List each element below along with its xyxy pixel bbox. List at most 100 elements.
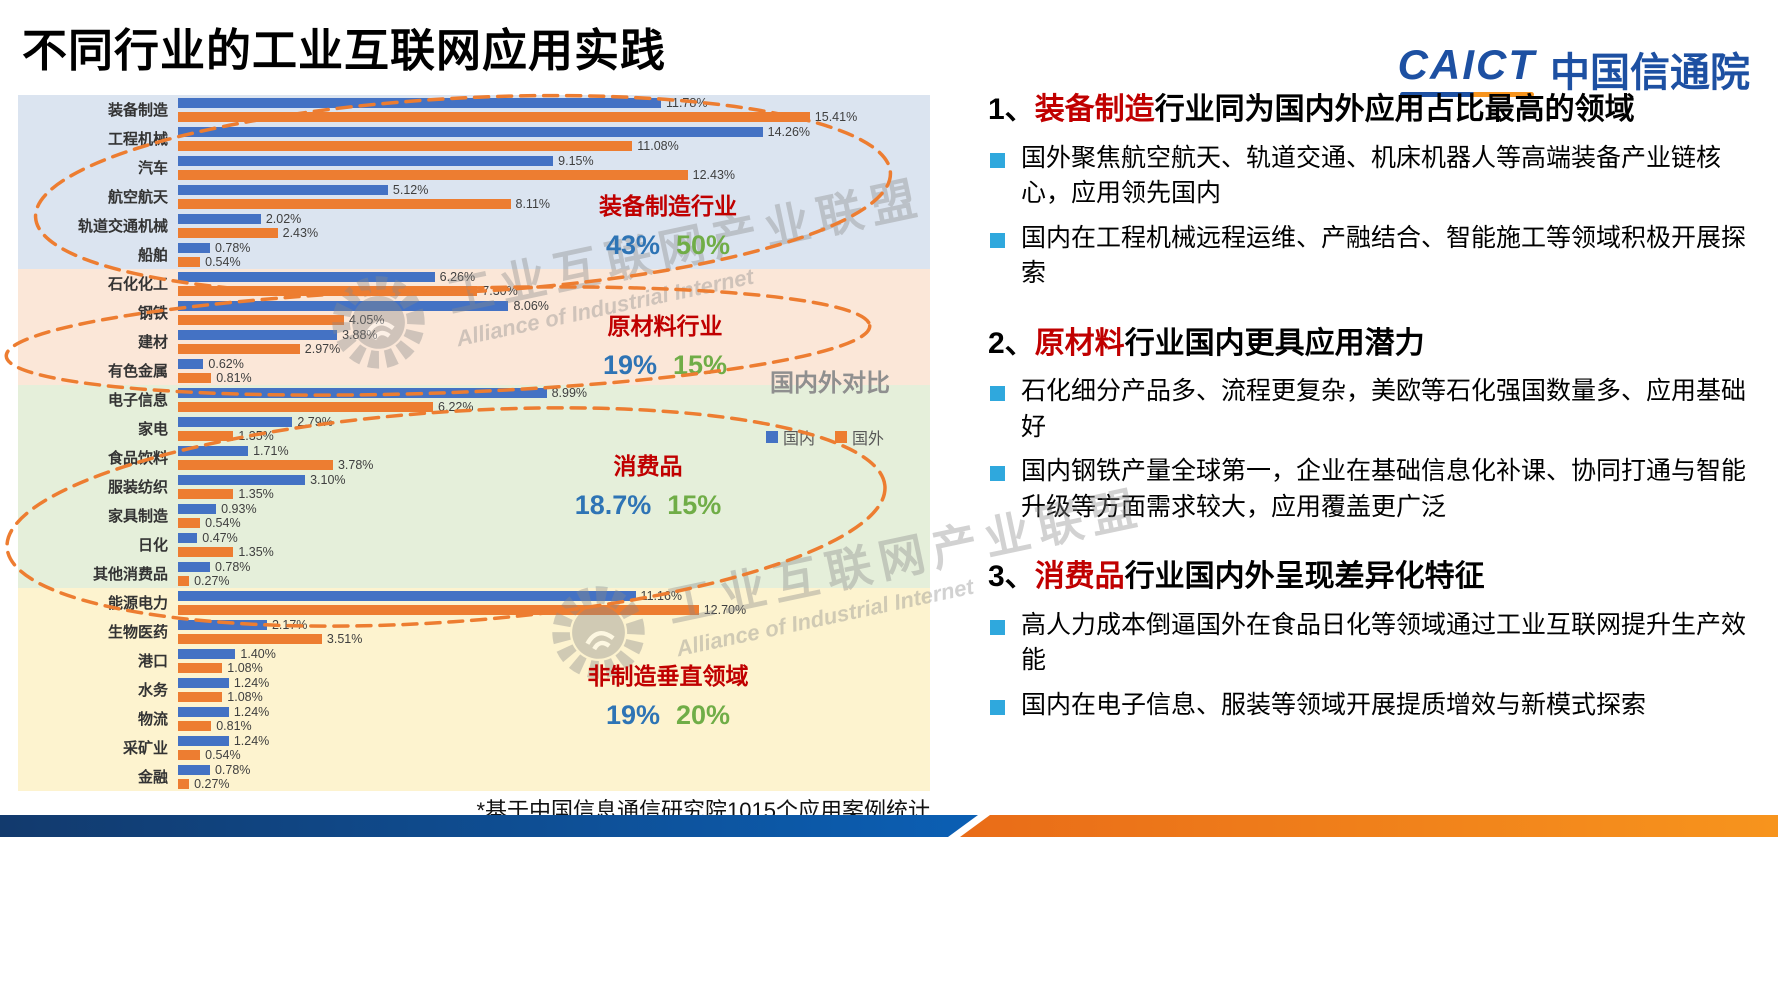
bullet-item: 国内在电子信息、服装等领域开展提质增效与新模式探索 <box>988 688 1766 724</box>
category-label: 生物医药 <box>107 624 168 641</box>
category-label: 水务 <box>137 682 168 699</box>
value-label: 3.51% <box>326 631 363 646</box>
category-label: 日化 <box>137 537 168 554</box>
section-1: 1、装备制造行业同为国内外应用占比最高的领域国外聚焦航空航天、轨道交通、机床机器… <box>988 88 1766 292</box>
value-label: 0.93% <box>221 501 257 516</box>
category-label: 航空航天 <box>107 189 168 206</box>
section-heading: 3、消费品行业国内外呈现差异化特征 <box>988 560 1485 593</box>
bullet-item: 国外聚焦航空航天、轨道交通、机床机器人等高端装备产业链核心，应用领先国内 <box>988 141 1766 212</box>
value-label: 0.27% <box>194 573 230 588</box>
value-label: 1.71% <box>253 443 289 458</box>
annotation-title: 装备制造行业 <box>599 193 737 219</box>
category-label: 电子信息 <box>107 392 168 409</box>
legend-swatch-domestic <box>766 431 778 443</box>
bullet-text: 国内钢铁产量全球第一，企业在基础信息化补课、协同打通与智能升级等方面需求较大，应… <box>1021 457 1747 521</box>
overseas-bar <box>178 314 345 325</box>
category-label: 工程机械 <box>107 131 168 148</box>
value-label: 3.78% <box>337 457 374 472</box>
value-label: 1.08% <box>227 660 263 675</box>
value-label: 11.08% <box>637 138 679 153</box>
value-label: 1.35% <box>238 544 274 559</box>
value-label: 12.70% <box>703 602 747 617</box>
value-label: 0.54% <box>205 747 241 762</box>
bullet-item: 高人力成本倒逼国外在食品日化等领域通过工业互联网提升生产效能 <box>988 608 1766 679</box>
overseas-bar <box>178 633 322 644</box>
overseas-bar <box>178 256 201 267</box>
value-label: 1.35% <box>238 428 274 443</box>
annotation-title: 消费品 <box>613 453 683 479</box>
caict-logo: CAICT 中国信通院 <box>1398 40 1750 98</box>
value-label: 12.43% <box>692 167 736 182</box>
bottom-accent-bar-orange <box>960 815 1778 837</box>
domestic-bar <box>178 97 661 108</box>
domestic-bar <box>178 155 554 166</box>
chart-row: 其他消费品 0.78%0.27% <box>18 559 930 588</box>
caict-logo-name: 中国信通院 <box>1550 51 1750 95</box>
value-label: 14.26% <box>767 124 811 139</box>
overseas-bar <box>178 720 212 731</box>
value-label: 1.35% <box>238 486 274 501</box>
section-2: 2、原材料行业国内更具应用潜力石化细分产品多、流程更复杂，美欧等石化强国数量多、… <box>988 322 1766 526</box>
legend-label-domestic: 国内 <box>783 431 816 448</box>
overseas-bar <box>178 372 212 383</box>
value-label: 2.79% <box>297 414 333 429</box>
value-label: 6.26% <box>439 269 476 284</box>
value-label: 0.78% <box>214 559 251 574</box>
value-label: 3.88% <box>342 327 378 342</box>
domestic-bar <box>178 329 338 340</box>
legend-label-overseas: 国外 <box>852 431 885 448</box>
overseas-bar <box>178 575 190 586</box>
bullet-square-icon <box>990 699 1005 715</box>
chart-row: 船舶 0.78%0.54% <box>18 240 930 269</box>
bullet-item: 国内在工程机械远程运维、产融结合、智能施工等领域积极开展探索 <box>988 221 1766 292</box>
category-label: 采矿业 <box>122 740 168 757</box>
value-label: 0.54% <box>205 254 241 269</box>
overseas-bar <box>178 459 333 470</box>
value-label: 1.24% <box>233 675 270 690</box>
category-label: 其他消费品 <box>92 566 168 583</box>
category-label: 港口 <box>137 653 168 670</box>
caict-logo-abbr: CAICT <box>1398 41 1536 97</box>
analysis-panel: 1、装备制造行业同为国内外应用占比最高的领域国外聚焦航空航天、轨道交通、机床机器… <box>988 88 1766 753</box>
value-label: 6.22% <box>438 399 474 414</box>
legend-swatch-overseas <box>835 431 848 443</box>
domestic-bar <box>178 677 229 688</box>
bullet-item: 国内钢铁产量全球第一，企业在基础信息化补课、协同打通与智能升级等方面需求较大，应… <box>988 454 1766 525</box>
domestic-bar <box>178 503 217 514</box>
overseas-bar <box>178 778 190 789</box>
share-domestic: 19% <box>605 700 660 730</box>
value-label: 1.24% <box>233 733 270 748</box>
domestic-bar <box>178 706 229 717</box>
bullet-item: 石化细分产品多、流程更复杂，美欧等石化强国数量多、应用基础好 <box>988 374 1766 445</box>
share-overseas: 15% <box>673 350 728 380</box>
domestic-bar <box>178 271 435 282</box>
legend-item-domestic: 国内 <box>766 425 815 449</box>
annotation-title: 非制造垂直领域 <box>587 663 749 689</box>
value-label: 7.30% <box>482 283 518 298</box>
category-label: 船舶 <box>137 247 168 264</box>
overseas-bar <box>178 488 234 499</box>
value-label: 11.16% <box>640 588 683 603</box>
overseas-bar <box>178 662 223 673</box>
page-title: 不同行业的工业互联网应用实践 <box>22 25 667 76</box>
overseas-bar <box>178 285 478 296</box>
value-label: 0.78% <box>214 240 251 255</box>
value-label: 1.40% <box>240 646 276 661</box>
overseas-bar <box>178 691 223 702</box>
bullet-square-icon <box>990 466 1005 481</box>
legend-item-overseas: 国外 <box>835 425 884 449</box>
domestic-bar <box>178 648 236 659</box>
value-label: 9.15% <box>558 153 594 168</box>
overseas-bar <box>178 604 699 615</box>
